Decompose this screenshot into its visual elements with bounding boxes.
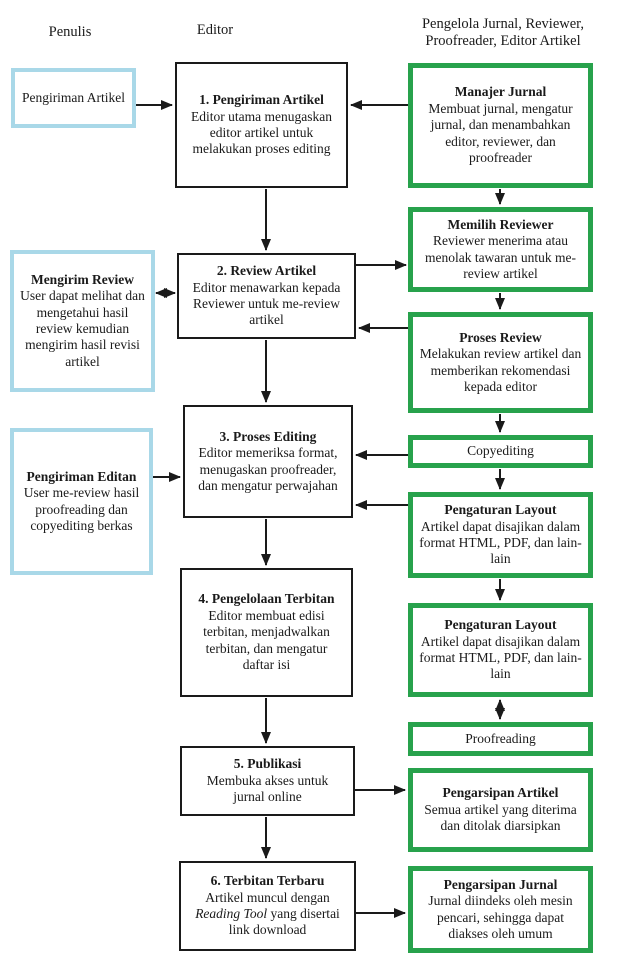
- column-header-author: Penulis: [20, 24, 120, 41]
- manager-box-proofreading: Proofreading: [408, 722, 593, 756]
- box-body: Semua artikel yang diterima dan ditolak …: [424, 801, 577, 834]
- editor-step-5-box: 5. Publikasi Membuka akses untuk jurnal …: [180, 746, 355, 816]
- manager-box-memilih-reviewer: Memilih Reviewer Reviewer menerima atau …: [408, 207, 593, 292]
- manager-box-copyediting: Copyediting: [408, 435, 593, 468]
- author-box-pengiriman-editan: Pengiriman Editan User me-review hasil p…: [10, 428, 153, 575]
- box-title: Pengaturan Layout: [444, 502, 557, 518]
- box-title: Mengirim Review: [30, 271, 135, 287]
- column-header-manager: Pengelola Jurnal, Reviewer, Proofreader,…: [398, 16, 608, 51]
- box-body: User me-review hasil proofreading dan co…: [23, 485, 140, 533]
- box-title: Pengarsipan Artikel: [442, 785, 559, 801]
- editor-step-6-box: 6. Terbitan Terbaru Artikel muncul denga…: [179, 861, 356, 951]
- box-body-text: yang disertai link download: [228, 906, 340, 938]
- box-title: 3. Proses Editing: [219, 428, 317, 444]
- box-body: Melakukan review artikel dan memberikan …: [419, 346, 582, 394]
- editor-step-3-box: 3. Proses Editing Editor memeriksa forma…: [183, 405, 353, 518]
- box-body: Jurnal diindeks oleh mesin pencari, sehi…: [428, 893, 573, 941]
- box-title: 6. Terbitan Terbaru: [210, 873, 325, 889]
- column-header-editor: Editor: [165, 22, 265, 39]
- column-header-manager-line2: Proofreader, Editor Artikel: [425, 33, 581, 50]
- box-title: Memilih Reviewer: [447, 216, 554, 232]
- manager-box-pengarsipan-jurnal: Pengarsipan Jurnal Jurnal diindeks oleh …: [408, 866, 593, 953]
- box-body: Proofreading: [465, 730, 536, 746]
- box-body: Editor menawarkan kepada Reviewer untuk …: [192, 279, 341, 328]
- manager-box-manajer-jurnal: Manajer Jurnal Membuat jurnal, mengatur …: [408, 63, 593, 188]
- box-body: Reviewer menerima atau menolak tawaran u…: [424, 233, 577, 281]
- box-body: Pengiriman Artikel: [21, 89, 126, 105]
- editor-step-2-box: 2. Review Artikel Editor menawarkan kepa…: [177, 253, 356, 339]
- box-body: Artikel dapat disajikan dalam format HTM…: [419, 633, 582, 682]
- box-title: Pengaturan Layout: [444, 617, 557, 633]
- manager-box-pengaturan-layout-1: Pengaturan Layout Artikel dapat disajika…: [408, 492, 593, 578]
- box-title: Proses Review: [459, 329, 542, 345]
- box-body: Copyediting: [467, 443, 534, 459]
- box-title: Pengiriman Editan: [26, 468, 137, 484]
- box-body-italic-text: Reading Tool: [195, 906, 268, 921]
- box-title: Pengarsipan Jurnal: [443, 876, 558, 892]
- box-title: 2. Review Artikel: [216, 263, 317, 279]
- box-body: Artikel muncul dengan Reading Tool yang …: [189, 890, 346, 939]
- box-body: Editor memeriksa format, menugaskan proo…: [198, 445, 338, 493]
- column-header-author-label: Penulis: [48, 24, 92, 40]
- box-body: Editor utama menugaskan editor artikel u…: [191, 108, 332, 157]
- box-title: 5. Publikasi: [233, 756, 302, 772]
- manager-box-pengarsipan-artikel: Pengarsipan Artikel Semua artikel yang d…: [408, 768, 593, 852]
- column-header-manager-line1: Pengelola Jurnal, Reviewer,: [421, 16, 585, 32]
- column-header-editor-label: Editor: [196, 22, 234, 38]
- box-title: 4. Pengelolaan Terbitan: [198, 591, 335, 607]
- box-title: Manajer Jurnal: [454, 84, 547, 100]
- box-body-text: Artikel muncul dengan: [205, 889, 330, 905]
- box-body: Membuat jurnal, mengatur jurnal, dan men…: [428, 100, 573, 166]
- editor-step-4-box: 4. Pengelolaan Terbitan Editor membuat e…: [180, 568, 353, 697]
- box-body: Editor membuat edisi terbitan, menjadwal…: [203, 607, 330, 673]
- editor-step-1-box: 1. Pengiriman Artikel Editor utama menug…: [175, 62, 348, 188]
- box-body: User dapat melihat dan mengetahui hasil …: [20, 288, 145, 369]
- box-body: Artikel dapat disajikan dalam format HTM…: [419, 518, 582, 567]
- manager-box-pengaturan-layout-2: Pengaturan Layout Artikel dapat disajika…: [408, 603, 593, 697]
- author-box-mengirim-review: Mengirim Review User dapat melihat dan m…: [10, 250, 155, 392]
- box-title: 1. Pengiriman Artikel: [199, 92, 324, 108]
- author-box-pengiriman-artikel: Pengiriman Artikel: [11, 68, 136, 128]
- box-body: Membuka akses untuk jurnal online: [206, 772, 329, 805]
- manager-box-proses-review: Proses Review Melakukan review artikel d…: [408, 312, 593, 413]
